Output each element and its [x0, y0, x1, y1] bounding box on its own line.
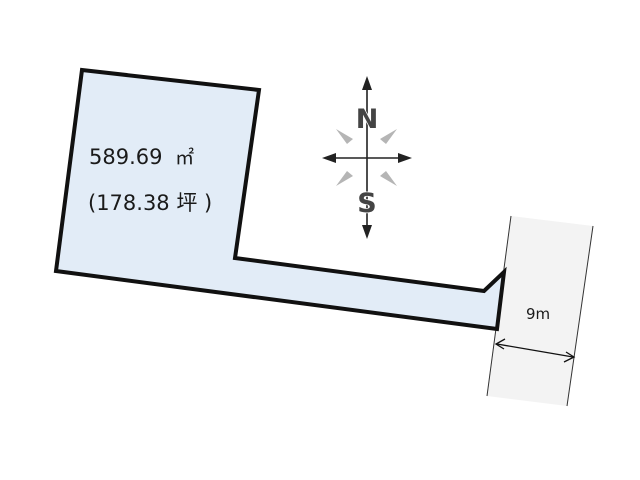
area-square-meters: 589.69 ㎡	[89, 145, 194, 169]
compass-ray-ne-icon	[380, 129, 397, 144]
area-sqm-value: 589.69	[89, 145, 162, 169]
compass-rose	[322, 76, 412, 239]
compass-ray-sw-icon	[336, 171, 353, 186]
east-arrow-icon	[398, 153, 412, 163]
north-arrow-icon	[362, 76, 372, 90]
road-strip	[487, 216, 593, 406]
road-width-label: 9m	[526, 305, 550, 323]
land-plot	[53, 67, 507, 332]
road-width-dimension	[494, 338, 576, 363]
road-edge-right	[566, 225, 594, 407]
area-sqm-unit: ㎡	[175, 146, 194, 169]
compass-ray-se-icon	[380, 171, 397, 186]
west-arrow-icon	[322, 153, 336, 163]
compass-south-label: S	[357, 188, 376, 219]
compass-ray-nw-icon	[336, 129, 353, 144]
area-tsubo: (178.38 坪 )	[88, 191, 212, 215]
south-arrow-icon	[362, 225, 372, 239]
compass-north-label: N	[356, 104, 379, 135]
